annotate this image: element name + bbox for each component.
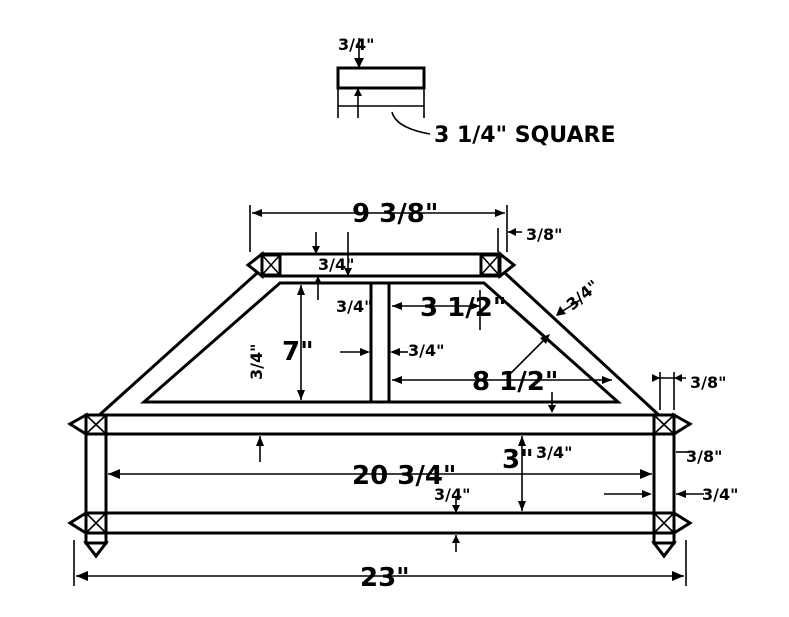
label-overall-width: 23"	[360, 563, 410, 593]
label-diagonal-thickness: 3/4"	[563, 276, 603, 314]
label-left-diagonal-base: 3/4"	[247, 344, 266, 380]
label-inner-height: 7"	[282, 337, 314, 367]
label-bottom-inner-width: 20 3/4"	[352, 461, 456, 491]
square-block	[336, 38, 431, 135]
label-rail-spacing: 3"	[502, 445, 534, 475]
label-block-thickness: 3/4"	[338, 35, 374, 54]
label-top-end-offset: 3/8"	[526, 225, 562, 244]
right-post	[650, 413, 678, 559]
label-block-square: 3 1/4" SQUARE	[434, 123, 615, 148]
label-rail-thickness-a: 3/4"	[536, 443, 572, 462]
top-rail	[245, 250, 517, 280]
label-right-panel-bottom: 8 1/2"	[472, 367, 558, 397]
label-right-end-offset-mid: 3/8"	[686, 447, 722, 466]
label-top-width: 9 3/8"	[352, 199, 438, 229]
label-inner-gap: 3/4"	[336, 297, 372, 316]
label-center-post-width: 3/4"	[408, 341, 444, 360]
label-rail-thickness-b: 3/4"	[434, 485, 470, 504]
left-post	[82, 413, 110, 559]
label-top-rail-thickness: 3/4"	[318, 255, 354, 274]
lower-rail	[67, 510, 693, 536]
label-right-panel-top: 3 1/2"	[420, 293, 506, 323]
label-right-post-width: 3/4"	[702, 485, 738, 504]
upper-rail	[67, 412, 693, 437]
truss-frame	[93, 271, 665, 421]
label-right-end-offset-top: 3/8"	[690, 373, 726, 392]
